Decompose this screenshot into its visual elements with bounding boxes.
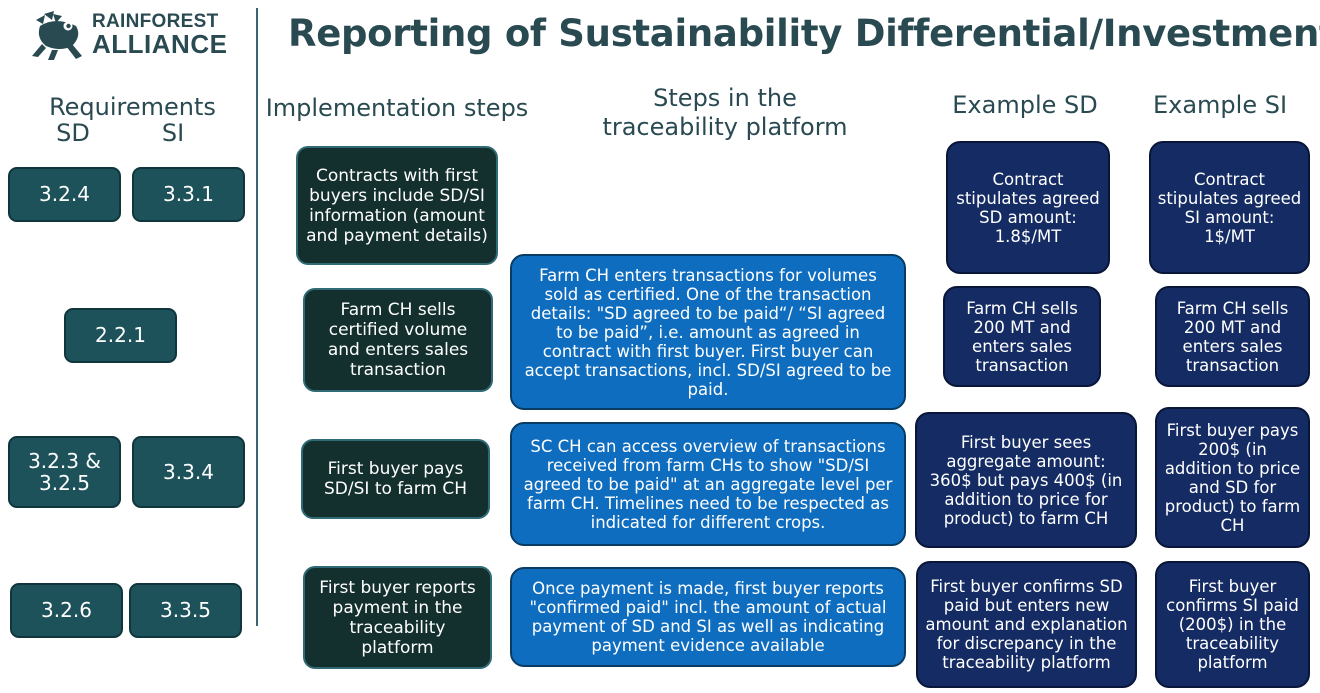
frog-icon: [32, 11, 82, 60]
example-sd-box: Contract stipulates agreed SD amount: 1.…: [946, 141, 1110, 274]
implementation-step-box: Farm CH sells certified volume and enter…: [303, 288, 493, 392]
logo-line-1: RAINFOREST: [92, 11, 219, 32]
example-sd-box: Farm CH sells 200 MT and enters sales tr…: [943, 286, 1101, 387]
requirement-si-box: 3.3.4: [132, 436, 245, 508]
vertical-divider: [256, 8, 258, 626]
example-sd-box: First buyer sees aggregate amount: 360$ …: [915, 412, 1137, 548]
rainforest-alliance-logo: RAINFOREST ALLIANCE: [30, 8, 227, 64]
requirement-sd-box: 3.2.6: [10, 583, 123, 638]
logo-line-2: ALLIANCE: [92, 29, 228, 59]
requirements-sd-header: SD: [56, 119, 90, 147]
example-si-box: First buyer confirms SI paid (200$) in t…: [1155, 561, 1310, 688]
example-sd-box: First buyer confirms SD paid but enters …: [916, 561, 1137, 688]
requirement-sd-box: 3.2.4: [8, 167, 121, 222]
example-si-header: Example SI: [1152, 91, 1288, 119]
requirement-combined-box: 2.2.1: [64, 308, 177, 363]
requirements-header: Requirements: [49, 93, 216, 121]
example-si-box: First buyer pays 200$ (in addition to pr…: [1155, 407, 1310, 548]
platform-header-line-2: traceability platform: [602, 113, 848, 141]
implementation-step-box: First buyer reports payment in the trace…: [303, 566, 492, 669]
example-sd-header: Example SD: [952, 91, 1098, 119]
requirement-si-box: 3.3.5: [129, 583, 242, 638]
example-si-box: Farm CH sells 200 MT and enters sales tr…: [1155, 286, 1310, 387]
requirement-sd-box: 3.2.3 & 3.2.5: [8, 436, 121, 508]
platform-steps-header: Steps in the traceability platform: [580, 84, 870, 142]
platform-step-box: Once payment is made, first buyer report…: [510, 567, 906, 667]
platform-header-line-1: Steps in the: [653, 84, 797, 112]
platform-step-box: Farm CH enters transactions for volumes …: [510, 254, 906, 410]
implementation-step-box: First buyer pays SD/SI to farm CH: [301, 439, 490, 519]
page-title: Reporting of Sustainability Differential…: [288, 12, 1320, 55]
requirement-si-box: 3.3.1: [132, 167, 245, 222]
implementation-steps-header: Implementation steps: [265, 94, 529, 122]
example-si-box: Contract stipulates agreed SI amount: 1$…: [1149, 141, 1310, 274]
requirements-si-header: SI: [161, 119, 185, 147]
implementation-step-box: Contracts with first buyers include SD/S…: [296, 146, 498, 265]
platform-step-box: SC CH can access overview of transaction…: [510, 422, 906, 546]
